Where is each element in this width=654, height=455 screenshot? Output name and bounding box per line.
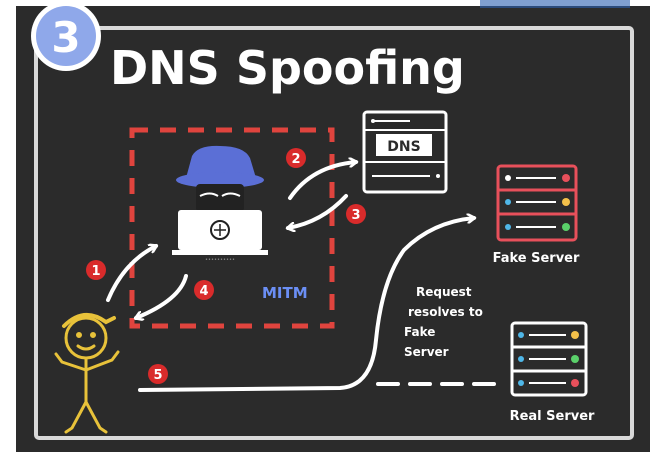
svg-text:••••••••••: •••••••••• [205,257,235,263]
arrow-dns-to-mitm [288,194,348,228]
request-note-line-4: Server [404,345,449,359]
arrow-user-to-mitm [106,246,156,302]
step-5-number: 5 [153,368,162,383]
step-badge-3: 3 [346,204,366,224]
step-badge-4: 4 [194,280,214,300]
mitm-label: MITM [262,284,308,302]
arrow-mitm-to-user [136,274,188,318]
request-note-line-1: Request [416,285,472,299]
step-3-number: 3 [351,208,360,223]
real-server-icon [510,321,588,397]
diagram-title: DNS Spoofing [110,41,465,95]
step-badge-2: 2 [286,148,306,168]
arrow-request-to-fake-server [138,218,474,392]
request-note: Request resolves to Fake Server [404,285,483,359]
board-frame [34,26,634,440]
section-number-badge: 3 [31,1,101,71]
fake-server-label: Fake Server [493,251,580,266]
step-1-number: 1 [91,264,100,279]
hacker-icon: •••••••••• [172,145,268,263]
mitm-dashed-box [129,127,335,329]
section-number: 3 [51,13,80,62]
step-badge-5: 5 [148,364,168,384]
user-stick-figure [54,313,120,434]
step-4-number: 4 [199,284,208,299]
request-note-line-3: Fake [404,325,435,339]
top-edge-strip [480,0,630,8]
arrow-mitm-to-dns [288,162,356,200]
step-2-number: 2 [291,152,300,167]
dns-label: DNS [387,139,420,155]
blackboard [16,6,650,452]
step-badge-1: 1 [86,260,106,280]
dns-server-icon: DNS [362,110,448,194]
request-note-line-2: resolves to [408,305,483,319]
real-server-label: Real Server [510,409,595,424]
fake-server-icon [496,164,578,242]
